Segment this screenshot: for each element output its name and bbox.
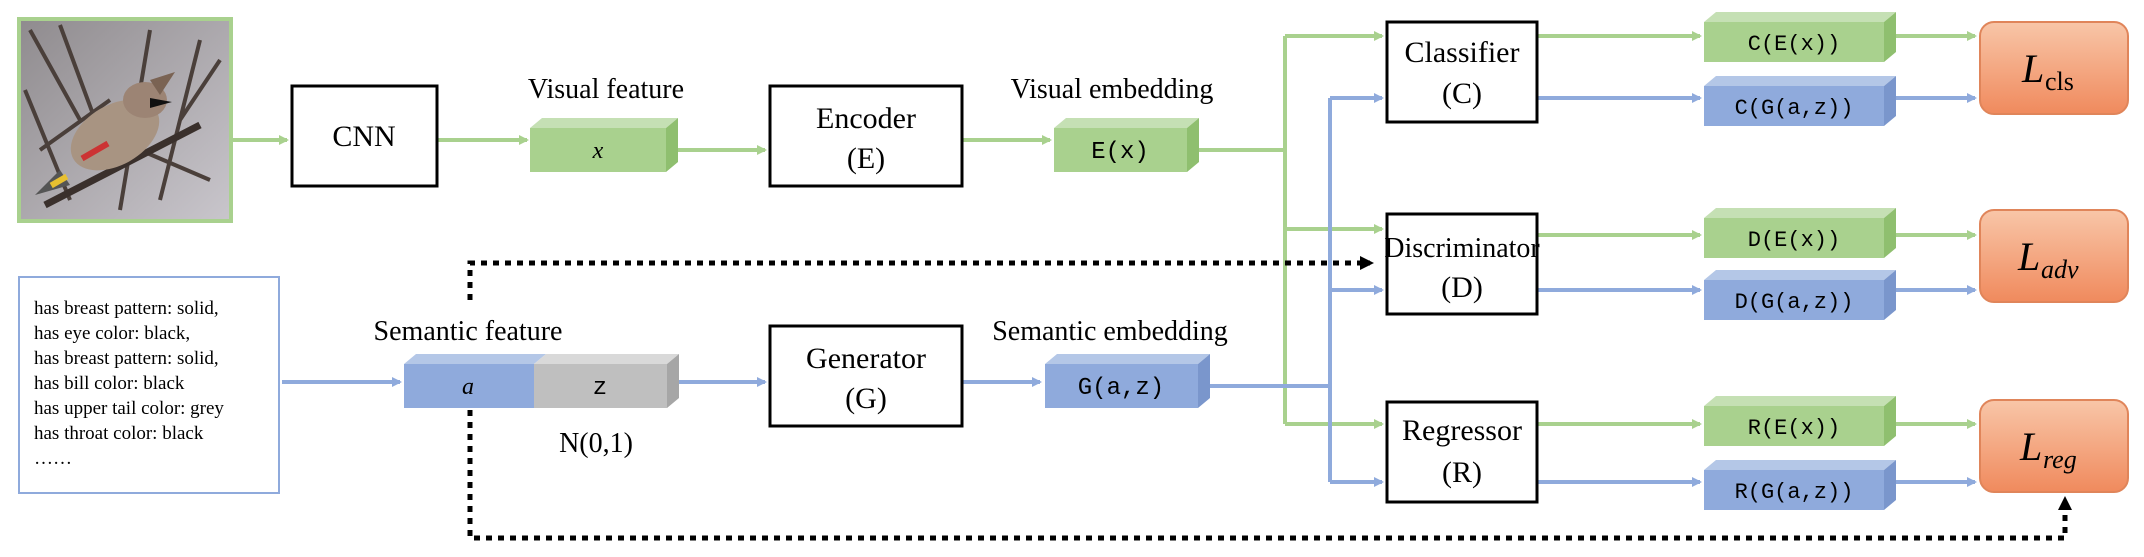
loss-cls-sub: cls: [2045, 67, 2074, 96]
attribute-line: has breast pattern: solid,: [34, 348, 219, 369]
block-gaz: G(a,z): [1045, 354, 1210, 408]
block-rgaz-label: R(G(a,z)): [1735, 480, 1854, 505]
cnn-box: [290, 84, 439, 188]
classifier-box: [1385, 20, 1539, 124]
block-cex-label: C(E(x)): [1748, 32, 1840, 57]
block-a-label: a: [462, 374, 474, 400]
block-rex: R(E(x)): [1704, 396, 1896, 446]
cnn-label: CNN: [332, 120, 395, 153]
dotted-arrow-a-to-lreg: [467, 410, 2072, 541]
loss-cls-main: L: [2021, 46, 2044, 91]
regressor-label: Regressor: [1402, 414, 1522, 447]
block-cex: C(E(x)): [1704, 12, 1896, 62]
block-cgaz: C(G(a,z)): [1704, 76, 1896, 126]
attribute-list-box: has breast pattern: solid, has eye color…: [18, 276, 280, 494]
attribute-line: ……: [34, 448, 72, 469]
block-gaz-label: G(a,z): [1078, 375, 1164, 402]
block-dex-label: D(E(x)): [1748, 228, 1840, 253]
block-x: x: [530, 118, 678, 172]
semantic-feature-caption: Semantic feature: [374, 316, 563, 347]
block-dgaz: D(G(a,z)): [1704, 270, 1896, 320]
discriminator-abbr: (D): [1441, 271, 1483, 304]
regressor-box: [1385, 400, 1539, 504]
generator-box: [768, 324, 964, 428]
loss-reg-sub: reg: [2043, 445, 2077, 474]
block-rgaz: R(G(a,z)): [1704, 460, 1896, 510]
discriminator-box: [1385, 212, 1539, 316]
regressor-abbr: (R): [1442, 456, 1482, 489]
bird-photo: [17, 17, 233, 223]
semantic-embedding-caption: Semantic embedding: [992, 316, 1228, 347]
block-z-label: z: [593, 375, 607, 402]
loss-adv-box: L adv: [1979, 209, 2129, 303]
classifier-label: Classifier: [1405, 36, 1520, 69]
block-a: a: [404, 354, 546, 408]
attribute-line: has bill color: black: [34, 373, 185, 394]
block-ex-label: E(x): [1091, 139, 1149, 166]
loss-reg-box: L reg: [1979, 399, 2129, 493]
block-z: z: [534, 354, 679, 408]
block-x-label: x: [592, 138, 604, 164]
block-ex: E(x): [1054, 118, 1199, 172]
loss-reg-main: L: [2019, 424, 2042, 469]
attribute-line: has throat color: black: [34, 423, 204, 444]
attribute-line: has breast pattern: solid,: [34, 298, 219, 319]
loss-adv-main: L: [2017, 234, 2040, 279]
dotted-arrow-a-to-discriminator: [467, 256, 1374, 300]
block-dgaz-label: D(G(a,z)): [1735, 290, 1854, 315]
classifier-abbr: (C): [1442, 77, 1482, 110]
generator-abbr: (G): [845, 382, 887, 415]
discriminator-label: Discriminator: [1384, 233, 1540, 264]
generator-label: Generator: [806, 342, 926, 375]
block-dex: D(E(x)): [1704, 208, 1896, 258]
encoder-label: Encoder: [816, 102, 916, 135]
attribute-line: has eye color: black,: [34, 323, 191, 344]
loss-adv-sub: adv: [2041, 255, 2079, 284]
block-rex-label: R(E(x)): [1748, 416, 1840, 441]
visual-embedding-caption: Visual embedding: [1011, 74, 1214, 105]
visual-feature-caption: Visual feature: [528, 74, 684, 105]
block-cgaz-label: C(G(a,z)): [1735, 96, 1854, 121]
encoder-box: [768, 84, 964, 188]
noise-caption: N(0,1): [559, 428, 633, 459]
encoder-abbr: (E): [847, 142, 885, 175]
attribute-line: has upper tail color: grey: [34, 398, 224, 419]
loss-cls-box: L cls: [1979, 21, 2129, 115]
